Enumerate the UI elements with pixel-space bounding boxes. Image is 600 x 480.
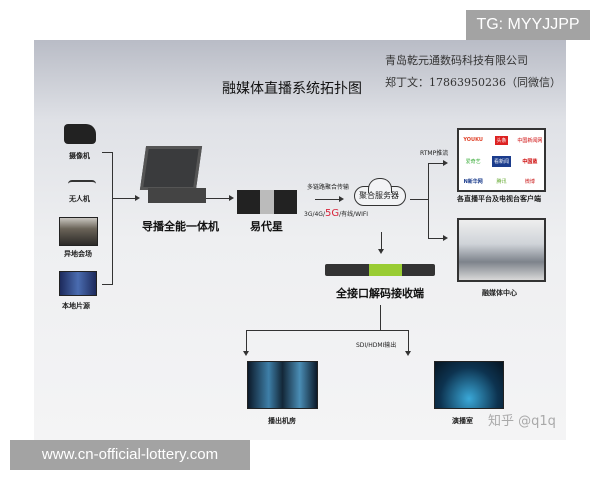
node-label: 演播室 (452, 417, 473, 425)
arrow-icon (135, 195, 140, 201)
source-bracket (102, 152, 113, 285)
connector (408, 330, 409, 352)
node-label: 全接口解码接收端 (336, 287, 424, 300)
link-label: SDI/HDMI输出 (356, 342, 397, 349)
connector (206, 198, 230, 199)
arrow-icon (378, 249, 384, 254)
network-label: 3G/4G/5G/有线/WIFI (304, 208, 368, 219)
platform-logo: 中国新闻网 (517, 137, 543, 144)
tg-watermark: TG: MYYJJPP (466, 10, 590, 40)
platform-logo: YOUKU (463, 137, 483, 143)
network-suffix: /有线/WIFI (339, 211, 369, 218)
arrow-icon (339, 196, 344, 202)
camera-icon (64, 124, 96, 144)
company-name: 青岛乾元通数码科技有限公司 (385, 54, 528, 67)
node-label: 聚合服务器 (359, 191, 399, 200)
drone-icon (68, 180, 96, 188)
arrow-icon (443, 160, 448, 166)
url-watermark: www.cn-official-lottery.com (10, 440, 250, 470)
connector (428, 163, 429, 239)
arrow-icon (229, 195, 234, 201)
source-label: 本地片源 (62, 302, 90, 310)
yidaixing-device (237, 190, 297, 214)
platforms-image: YOUKU 头条 中国新闻网 爱奇艺 看新闻 中国蓝 N新华网 腾讯 微博 (457, 128, 546, 192)
source-label: 摄像机 (69, 152, 90, 160)
link-label: 多链路聚合传输 (307, 184, 350, 191)
source-label: 无人机 (69, 195, 90, 203)
connector (381, 232, 382, 250)
connector (246, 330, 408, 331)
zhihu-watermark: 知乎 @q1q (488, 414, 556, 429)
platform-logo: N新华网 (463, 178, 483, 185)
node-label: 各直播平台及电视台客户端 (457, 195, 541, 203)
platform-logo: 看新闻 (491, 155, 511, 167)
network-5g: 5G (324, 208, 340, 219)
studio-image (434, 361, 504, 409)
network-prefix: 3G/4G/ (304, 211, 325, 218)
broadcast-room-image (247, 361, 318, 409)
connector (246, 330, 247, 352)
platform-logo: 头条 (495, 135, 508, 145)
arrow-icon (443, 235, 448, 241)
connector (428, 238, 444, 239)
diagram-title: 融媒体直播系统拓扑图 (222, 81, 362, 97)
connector (315, 199, 340, 200)
node-label: 融媒体中心 (482, 289, 517, 297)
connector (410, 199, 428, 200)
arrow-icon (243, 351, 249, 356)
node-label: 导播全能一体机 (142, 220, 219, 233)
node-label: 易代星 (250, 220, 283, 233)
cloud-top (368, 178, 392, 193)
laptop-base (148, 188, 206, 203)
venue-image (59, 217, 98, 246)
local-video-image (59, 271, 97, 296)
laptop-image (139, 146, 203, 190)
connector (428, 163, 444, 164)
platform-logo: 爱奇艺 (465, 158, 481, 165)
platform-logo: 中国蓝 (522, 158, 538, 165)
node-label: 播出机房 (268, 417, 296, 425)
connector (380, 305, 381, 330)
decoder-device (325, 264, 435, 276)
arrow-icon (405, 351, 411, 356)
platform-logo: 微博 (524, 178, 535, 185)
platform-logo: 腾讯 (496, 178, 507, 185)
media-center-image (457, 218, 546, 282)
source-label: 异地会场 (64, 250, 92, 258)
company-contact: 郑丁文：17863950236（同微信） (385, 76, 561, 89)
connector (113, 198, 137, 199)
link-label: RTMP推流 (420, 150, 449, 157)
